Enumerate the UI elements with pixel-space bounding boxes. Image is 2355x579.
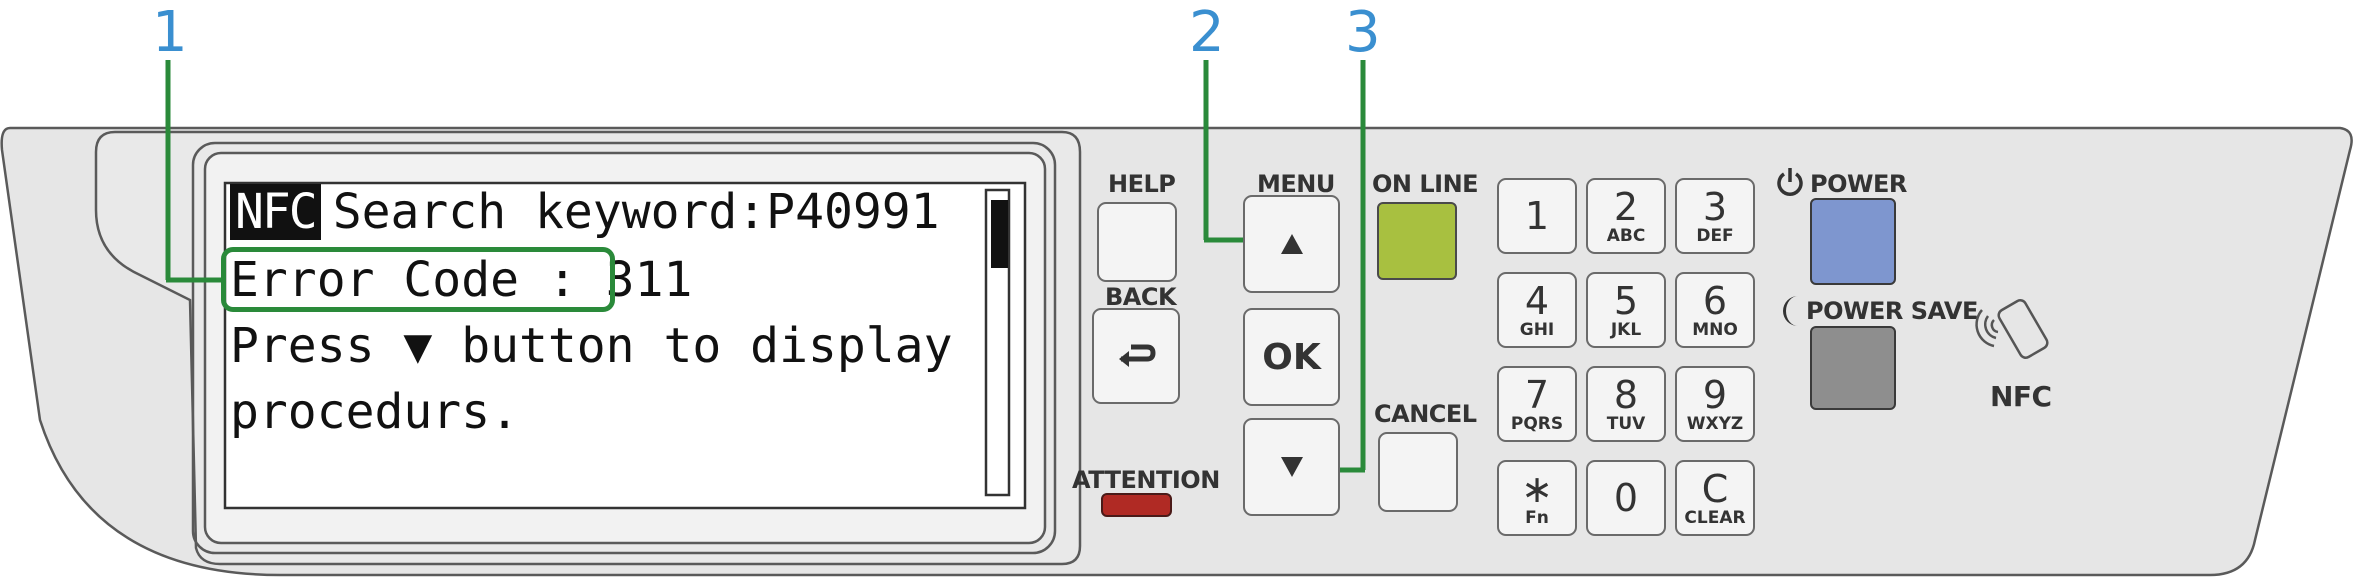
- nfc-label: NFC: [1990, 380, 2052, 413]
- power-label: POWER: [1810, 170, 1907, 198]
- menu-up-button[interactable]: [1243, 195, 1340, 293]
- power-save-button[interactable]: [1810, 326, 1896, 410]
- ok-button[interactable]: OK: [1243, 308, 1340, 406]
- callout-number-2: 2: [1189, 0, 1225, 65]
- nfc-icon: [1975, 299, 2049, 359]
- error-code-text: Error Code : 311: [230, 252, 693, 308]
- help-label: HELP: [1108, 170, 1176, 198]
- help-button[interactable]: [1097, 202, 1177, 282]
- moon-icon: [1783, 296, 1798, 326]
- callout-line-1: [165, 60, 222, 283]
- power-icon: [1777, 168, 1803, 196]
- up-arrow-icon: [1280, 234, 1303, 254]
- cancel-button[interactable]: [1378, 432, 1458, 512]
- search-keyword-text: Search keyword:P40991: [332, 184, 940, 240]
- on-line-button[interactable]: [1377, 202, 1457, 280]
- callout-number-1: 1: [152, 0, 188, 65]
- error-code-highlight: [221, 247, 615, 312]
- lcd-line-3: Press ▼ button to display: [230, 318, 953, 374]
- keypad-key-1[interactable]: 1: [1497, 178, 1577, 254]
- on-line-label: ON LINE: [1372, 170, 1479, 198]
- nfc-indicator: NFC: [230, 184, 321, 240]
- callout-number-3: 3: [1345, 0, 1381, 65]
- callout-line-3: [1340, 60, 1366, 473]
- power-button[interactable]: [1810, 198, 1896, 285]
- cancel-label: CANCEL: [1374, 400, 1477, 428]
- attention-led: [1101, 493, 1172, 517]
- keypad-key-fn[interactable]: ∗Fn: [1497, 460, 1577, 536]
- menu-down-button[interactable]: [1243, 418, 1340, 516]
- callout-line-2: [1203, 60, 1243, 243]
- keypad-key-0[interactable]: 0: [1586, 460, 1666, 536]
- back-arrow-icon: [1119, 344, 1156, 367]
- lcd-line-4: procedurs.: [230, 384, 519, 440]
- ok-label: OK: [1262, 336, 1321, 378]
- menu-label: MENU: [1257, 170, 1335, 198]
- back-button[interactable]: [1092, 308, 1180, 404]
- attention-label: ATTENTION: [1072, 466, 1220, 494]
- back-label: BACK: [1105, 283, 1177, 311]
- down-arrow-icon: [1280, 457, 1303, 477]
- power-save-label: POWER SAVE: [1806, 297, 1978, 325]
